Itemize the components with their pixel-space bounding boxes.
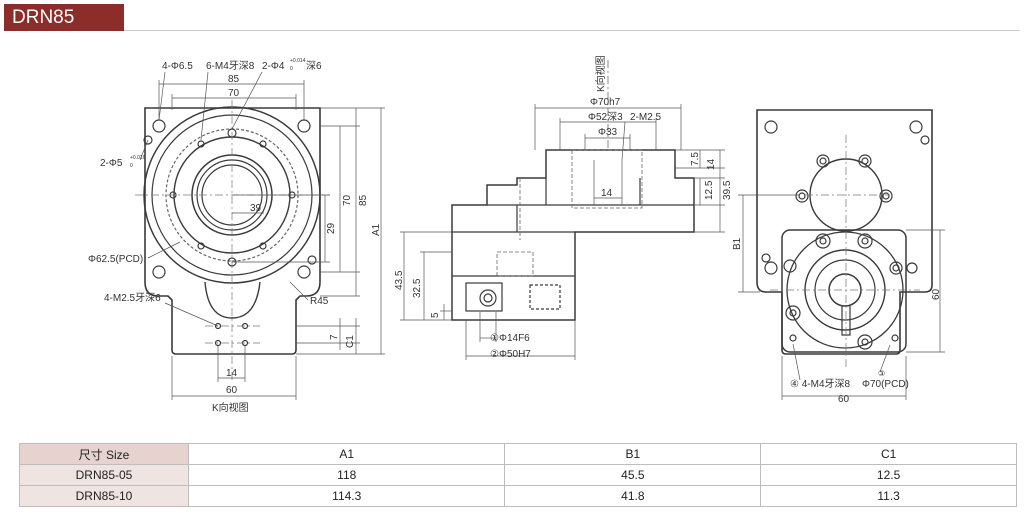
technical-drawing: 4-Φ6.5 6-M4牙深8 2-Φ4 +0.014 0 深6 85 70 2-… bbox=[88, 55, 945, 414]
side-phi70: Φ70h7 bbox=[590, 97, 621, 108]
rear-dim-B1: B1 bbox=[732, 237, 743, 250]
front-dim-70v: 70 bbox=[342, 194, 353, 206]
front-dim-85: 85 bbox=[228, 74, 240, 85]
front-dim-29: 29 bbox=[326, 222, 337, 234]
front-dim-85v: 85 bbox=[358, 194, 369, 206]
table-cell: 114.3 bbox=[187, 485, 506, 507]
table-cell: 118 bbox=[187, 464, 506, 486]
page-title: DRN85 bbox=[4, 4, 124, 31]
side-phi14: ①Φ14F6 bbox=[490, 333, 530, 344]
side-phi52: Φ52深3 bbox=[588, 111, 623, 123]
rear-pcd: Φ70(PCD) bbox=[862, 379, 909, 390]
front-dim-60: 60 bbox=[226, 385, 238, 396]
side-phi50: ②Φ50H7 bbox=[490, 349, 531, 360]
table-cell: 45.5 bbox=[504, 464, 762, 486]
side-dim-125: 12.5 bbox=[704, 180, 715, 200]
rear-m4-spec: ④ 4-M4牙深8 bbox=[790, 378, 851, 390]
front-dim-A1: A1 bbox=[371, 223, 382, 236]
front-tap-spec: 6-M4牙深8 bbox=[206, 60, 255, 72]
front-k-view: K向视图 bbox=[212, 401, 249, 414]
table-cell: DRN85-05 bbox=[19, 464, 189, 486]
side-k-view: K向视图 bbox=[594, 55, 607, 92]
front-dim-70: 70 bbox=[228, 88, 240, 99]
side-dim-75: 7.5 bbox=[690, 152, 701, 166]
front-pin2-tol: +0.016 bbox=[130, 155, 146, 161]
title-divider bbox=[124, 30, 1020, 31]
front-pin-tol: +0.014 bbox=[290, 58, 306, 64]
rear-dim-60v: 60 bbox=[931, 288, 942, 300]
front-m25-spec: 4-M2.5牙深6 bbox=[104, 292, 161, 304]
side-dim-325: 32.5 bbox=[412, 278, 423, 298]
table-header-cell: 尺寸 Size bbox=[19, 443, 189, 465]
front-pcd: Φ62.5(PCD) bbox=[88, 254, 143, 265]
side-view bbox=[400, 60, 725, 360]
table-header-cell: C1 bbox=[760, 443, 1017, 465]
table-cell: 41.8 bbox=[504, 485, 762, 507]
side-phi33: Φ33 bbox=[598, 127, 618, 138]
table-header-row: 尺寸 Size A1 B1 C1 bbox=[19, 443, 1017, 465]
front-dim-7: 7 bbox=[329, 334, 340, 340]
side-dim-435: 43.5 bbox=[394, 270, 405, 290]
front-r45: R45 bbox=[310, 296, 329, 307]
rear-view bbox=[738, 109, 945, 400]
rear-pcd-note: ③ bbox=[878, 369, 885, 378]
table-header-cell: A1 bbox=[187, 443, 506, 465]
front-hole-spec: 4-Φ6.5 bbox=[162, 61, 193, 72]
front-pin-tol2: 0 bbox=[290, 66, 293, 72]
size-table: 尺寸 Size A1 B1 C1 DRN85-05 118 45.5 12.5 … bbox=[19, 443, 1017, 507]
table-header-cell: B1 bbox=[504, 443, 762, 465]
side-dim-395: 39.5 bbox=[722, 180, 733, 200]
side-dim-14v: 14 bbox=[706, 158, 717, 170]
rear-dim-60: 60 bbox=[838, 394, 850, 405]
front-dim-14: 14 bbox=[226, 368, 238, 379]
table-row: DRN85-05 118 45.5 12.5 bbox=[19, 464, 1017, 486]
front-view bbox=[135, 71, 385, 400]
side-dim-5: 5 bbox=[430, 312, 441, 318]
table-cell: DRN85-10 bbox=[19, 485, 189, 507]
front-dim-C1: C1 bbox=[345, 335, 356, 348]
table-cell: 11.3 bbox=[760, 485, 1017, 507]
table-cell: 12.5 bbox=[760, 464, 1017, 486]
front-pin2-tol2: 0 bbox=[130, 163, 133, 169]
front-dim-39: 39 bbox=[250, 203, 262, 214]
side-m25: 2-M2.5 bbox=[630, 112, 662, 123]
front-pin-spec: 2-Φ4 bbox=[262, 61, 285, 72]
front-pin2-spec: 2-Φ5 bbox=[100, 158, 123, 169]
front-pin-depth: 深6 bbox=[306, 60, 322, 72]
table-row: DRN85-10 114.3 41.8 11.3 bbox=[19, 485, 1017, 507]
side-dim-14: 14 bbox=[601, 188, 613, 199]
